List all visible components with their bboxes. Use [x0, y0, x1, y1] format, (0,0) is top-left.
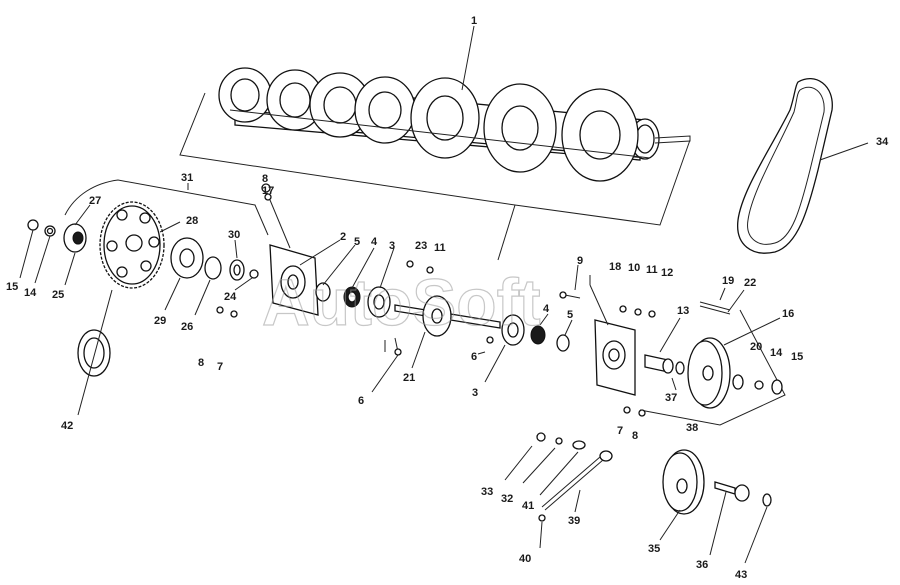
belt-part: [737, 77, 833, 254]
part-label: 2: [340, 231, 346, 243]
part-label: 30: [228, 229, 240, 241]
part-label: 22: [744, 277, 756, 289]
part-label: 14: [770, 347, 783, 359]
part-label: 31: [181, 172, 193, 184]
part-label: 19: [722, 275, 734, 287]
part-label: 14: [24, 287, 37, 299]
part-label: 41: [522, 500, 534, 512]
part-label: 40: [519, 553, 531, 565]
part-label: 29: [154, 315, 166, 327]
part-label: 26: [181, 321, 193, 333]
part-label: 1: [471, 15, 477, 27]
part-label: 6: [471, 351, 477, 363]
part-label: 28: [186, 215, 198, 227]
part-label: 11: [434, 242, 446, 254]
part-label: 5: [567, 309, 573, 321]
part-label: 36: [696, 559, 708, 571]
part-label: 8: [632, 430, 638, 442]
part-label: 16: [782, 308, 794, 320]
part-label: 5: [354, 236, 360, 248]
part-label: 34: [876, 136, 889, 148]
part-label: 12: [661, 267, 673, 279]
part-labels: 1 31 8 17 27 28 30 2 5 4 3 23 11 15 14 2…: [6, 15, 889, 581]
part-label: 33: [481, 486, 493, 498]
tensioner-group: [536, 432, 772, 522]
auger-part: [218, 67, 691, 182]
part-label: 13: [677, 305, 689, 317]
part-label: 17: [262, 185, 274, 197]
part-label: 37: [665, 392, 677, 404]
part-label: 18: [609, 261, 621, 273]
part-label: 15: [6, 281, 18, 293]
assembly-outline: [64, 92, 786, 426]
part-label: 24: [224, 291, 237, 303]
part-label: 15: [791, 351, 803, 363]
part-label: 20: [750, 341, 762, 353]
part-label: 8: [262, 173, 268, 185]
part-label: 4: [371, 236, 378, 248]
part-label: 39: [568, 515, 580, 527]
part-label: 6: [358, 395, 364, 407]
part-label: 7: [617, 425, 623, 437]
part-label: 32: [501, 493, 513, 505]
part-label: 9: [577, 255, 583, 267]
part-label: 27: [89, 195, 101, 207]
part-label: 42: [61, 420, 73, 432]
part-label: 3: [389, 240, 395, 252]
part-label: 21: [403, 372, 415, 384]
part-label: 11: [646, 264, 658, 276]
part-label: 23: [415, 240, 427, 252]
part-label: 10: [628, 262, 640, 274]
left-drive-group: [27, 201, 259, 377]
watermark-text: AutoSoft: [262, 265, 541, 339]
part-label: 35: [648, 543, 660, 555]
part-label: 7: [217, 361, 223, 373]
leader-lines: [19, 25, 869, 564]
part-label: 43: [735, 569, 747, 581]
pulley-group: [644, 301, 783, 409]
part-label: 25: [52, 289, 64, 301]
part-label: 8: [198, 357, 204, 369]
left-bearing-group: [261, 183, 501, 356]
part-label: 3: [472, 387, 478, 399]
right-bearing-group: [486, 284, 656, 417]
part-label: 38: [686, 422, 698, 434]
part-label: 4: [543, 303, 550, 315]
